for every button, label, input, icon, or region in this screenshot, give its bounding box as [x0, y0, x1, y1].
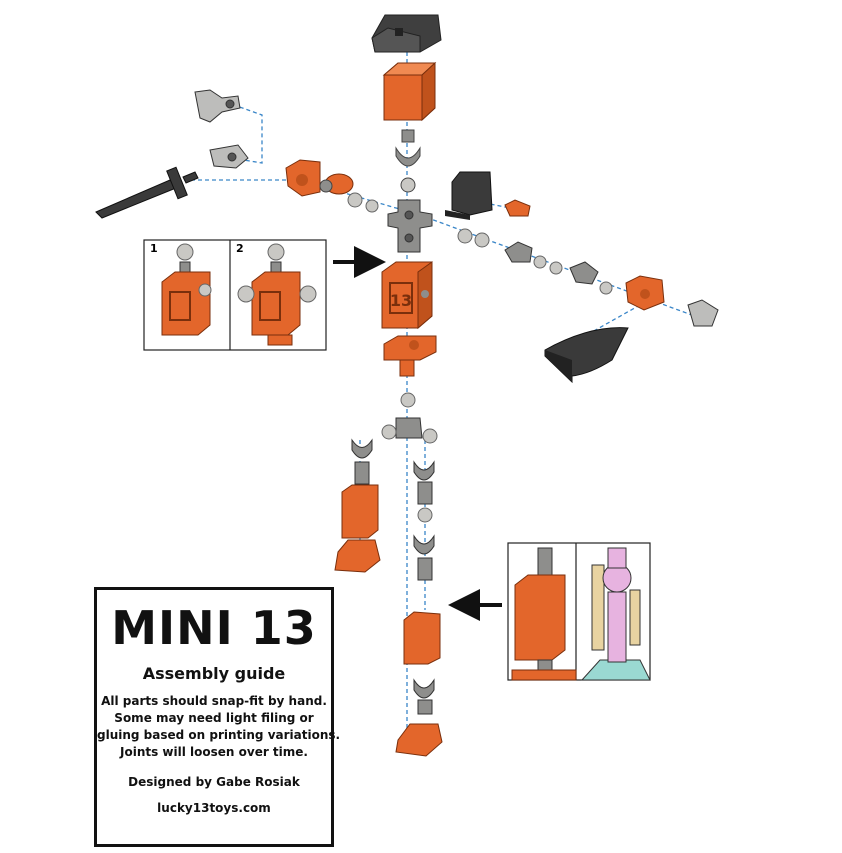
torso-part: [381, 261, 433, 330]
neck-joint: [395, 129, 421, 193]
leg-detail-exterior: [511, 547, 577, 681]
right-arm: [457, 199, 719, 327]
hip-part: [383, 335, 437, 377]
shield-part: [544, 327, 629, 384]
leg-detail-inset: [507, 542, 651, 681]
left-forearm: [285, 159, 379, 213]
designer-credit: Designed by Gabe Rosiak: [128, 775, 300, 789]
note-line: Some may need light filing or: [114, 711, 314, 725]
title-box: MINI 13 Assembly guide All parts should …: [94, 587, 341, 847]
head-part: [382, 61, 437, 122]
hat-part: [371, 14, 442, 53]
inset-figure-2: [237, 243, 317, 346]
torso-marking: 13: [390, 291, 412, 310]
backpack-part: [445, 171, 493, 220]
inset-figure-1: [161, 243, 212, 336]
left-leg: [334, 438, 381, 573]
shoulder-joint: [387, 199, 433, 253]
hip-joint: [381, 392, 438, 444]
guide-title: MINI 13: [111, 601, 317, 655]
note-line: Joints will loosen over time.: [120, 745, 308, 759]
inset-step-1: 1: [150, 242, 158, 255]
left-hand-upper: [194, 89, 241, 123]
guide-subtitle: Assembly guide: [142, 664, 286, 683]
right-leg: [395, 460, 443, 757]
note-line: All parts should snap-fit by hand.: [101, 694, 327, 708]
note-line: gluing based on printing variations.: [97, 728, 341, 742]
sword-part: [95, 166, 199, 219]
website-text: lucky13toys.com: [157, 801, 271, 815]
inset-step-2: 2: [236, 242, 244, 255]
torso-inset: [143, 239, 327, 351]
leg-detail-cutaway: [580, 547, 651, 681]
left-hand-lower: [209, 144, 249, 169]
assembly-notes: All parts should snap-fit by hand. Some …: [97, 693, 341, 761]
